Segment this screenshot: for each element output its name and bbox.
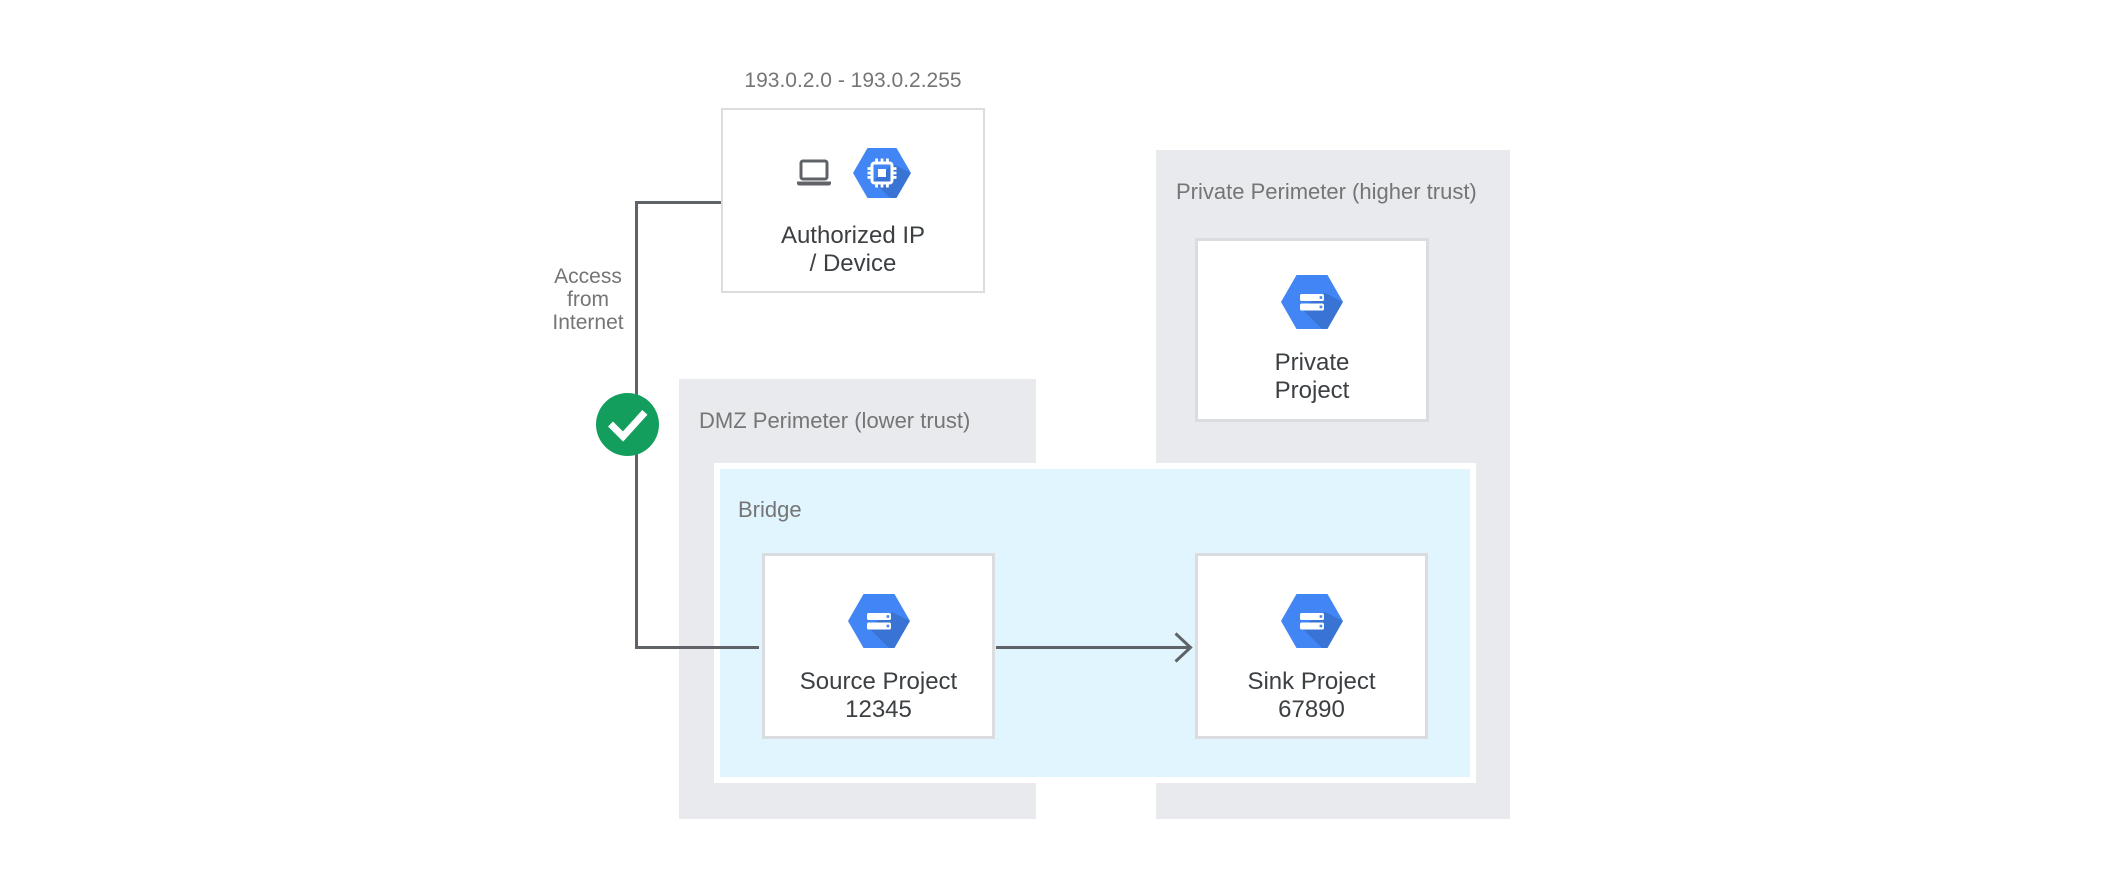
authorized-ip-device-label: Authorized IP / Device: [781, 222, 925, 278]
check-icon: [608, 410, 648, 442]
chip-hexagon-icon: [853, 148, 911, 198]
bridge-label: Bridge: [738, 497, 802, 522]
authorized-ip-device-node: Authorized IP / Device: [721, 108, 985, 293]
sink-project-label-line1: Sink Project: [1247, 668, 1376, 695]
ip-range-label: 193.0.2.0 - 193.0.2.255: [744, 69, 962, 92]
laptop-icon: [797, 159, 831, 186]
source-project-label-line2: 12345: [845, 696, 912, 723]
sink-project-label-line2: 67890: [1278, 696, 1345, 723]
private-project-label-line2: Project: [1274, 377, 1350, 404]
access-from-internet-label: Access from Internet: [552, 265, 624, 334]
sink-project-label: Sink Project 67890: [1247, 668, 1375, 724]
check-badge: [596, 393, 659, 456]
authorized-label-line2: / Device: [809, 250, 897, 277]
private-project-label: Private Project: [1275, 349, 1350, 405]
authorized-label-line1: Authorized IP: [780, 222, 926, 249]
project-hexagon-icon: [1280, 594, 1343, 648]
dmz-perimeter-label: DMZ Perimeter (lower trust): [699, 408, 971, 433]
source-project-label: Source Project 12345: [800, 668, 957, 724]
sink-project-node: Sink Project 67890: [1195, 553, 1428, 739]
private-perimeter-label: Private Perimeter (higher trust): [1176, 179, 1477, 204]
private-project-icons: [1281, 275, 1343, 329]
source-project-label-line1: Source Project: [799, 668, 958, 695]
sink-project-icons: [1280, 594, 1343, 648]
arrowhead-icon: [1174, 632, 1193, 663]
source-project-icons: [847, 594, 910, 648]
private-project-node: Private Project: [1195, 238, 1429, 422]
private-project-label-line1: Private: [1274, 349, 1350, 376]
project-hexagon-icon: [847, 594, 910, 648]
project-hexagon-icon: [1281, 275, 1343, 329]
authorized-icons: [795, 148, 911, 198]
source-project-node: Source Project 12345: [762, 553, 995, 739]
